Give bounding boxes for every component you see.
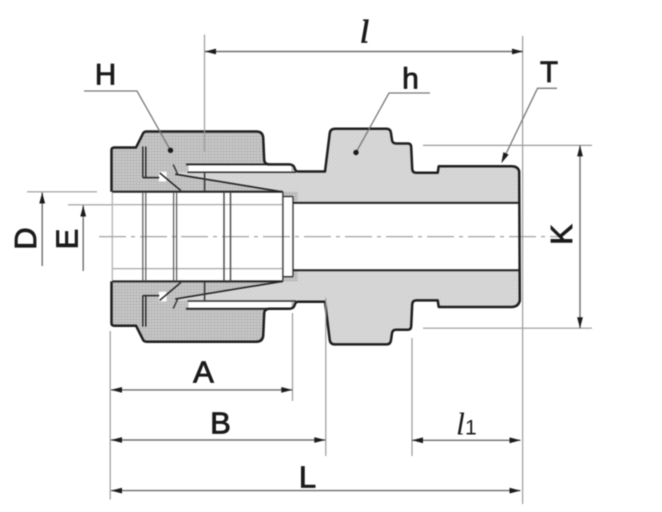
svg-text:H: H	[95, 58, 116, 91]
svg-text:L: L	[299, 460, 316, 495]
svg-text:D: D	[8, 227, 43, 249]
svg-text:T: T	[540, 56, 558, 89]
svg-text:B: B	[210, 405, 231, 440]
svg-text:h: h	[402, 63, 419, 96]
svg-text:E: E	[49, 229, 84, 250]
svg-text:l: l	[456, 406, 465, 442]
svg-text:l: l	[360, 15, 369, 51]
svg-text:1: 1	[465, 417, 477, 440]
svg-text:A: A	[193, 354, 214, 389]
svg-text:K: K	[544, 224, 579, 245]
